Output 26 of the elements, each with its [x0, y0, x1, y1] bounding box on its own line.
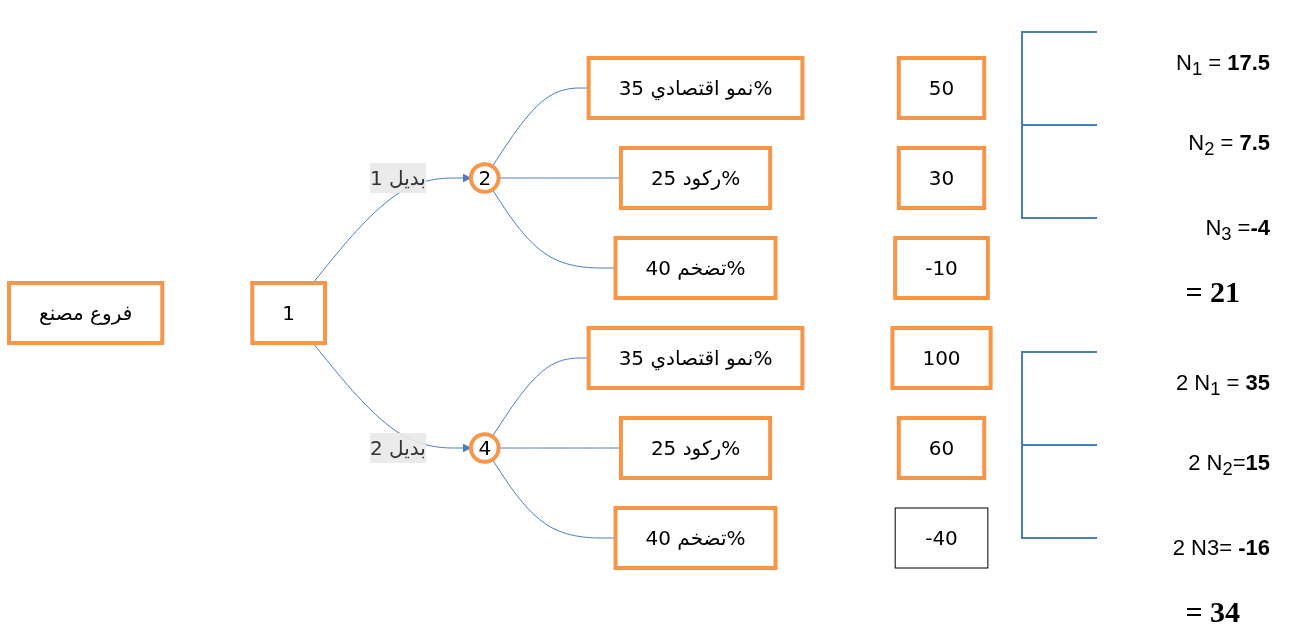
- node-box: فروع مصنع: [7, 281, 165, 345]
- expected-value-label: 2 N$_{1}$ = 35: [1175, 370, 1270, 401]
- node-box: 50: [897, 56, 987, 120]
- expected-value-label: 2 N$_{2}$=15: [1187, 450, 1270, 481]
- expected-value-label: 2 N3= -16: [1171, 535, 1270, 561]
- expected-value-label: N$_{2}$ = 7.5: [1187, 130, 1270, 161]
- node-circle: 2: [469, 162, 501, 194]
- node-box: نمو اقتصادي 35%: [586, 326, 805, 390]
- node-box: 60: [897, 416, 987, 480]
- node-box: 100: [890, 326, 993, 390]
- node-circle: 4: [469, 432, 501, 464]
- expected-value-label: N$_{3}$ =-4: [1204, 215, 1270, 246]
- total-value: = 21: [1184, 275, 1240, 309]
- node-box: ركود 25%: [619, 146, 773, 210]
- node-box: تضخم 40%: [613, 506, 778, 570]
- node-box: ركود 25%: [619, 416, 773, 480]
- expected-value-label: N$_{1}$ = 17.5: [1175, 50, 1270, 81]
- edge-label: بديل 2: [370, 436, 427, 460]
- node-box: -10: [893, 236, 991, 300]
- edge-label: بديل 1: [370, 166, 427, 190]
- node-box: نمو اقتصادي 35%: [586, 56, 805, 120]
- node-box: 1: [250, 281, 328, 345]
- node-box: -40: [894, 507, 989, 569]
- node-box: 30: [897, 146, 987, 210]
- total-value: = 34: [1184, 595, 1240, 626]
- node-box: تضخم 40%: [613, 236, 778, 300]
